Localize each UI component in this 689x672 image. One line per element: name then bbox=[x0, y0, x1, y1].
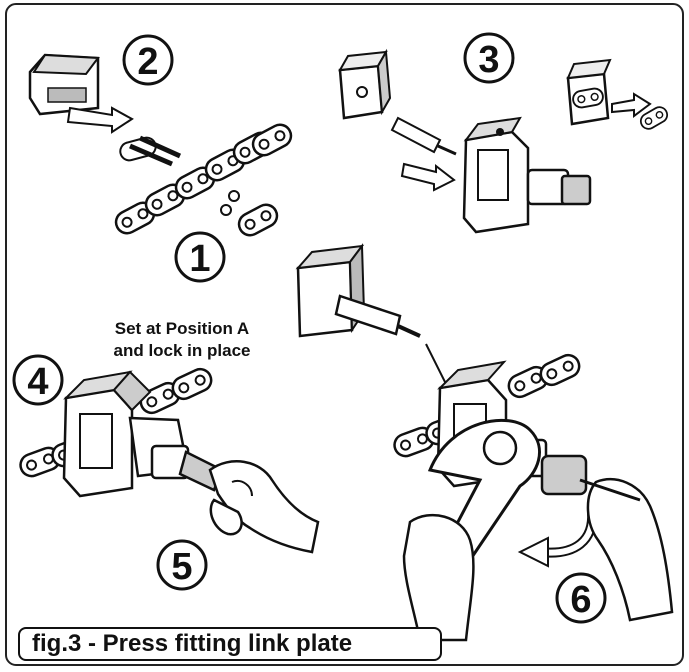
pin-holder-icon bbox=[295, 243, 447, 385]
right-hand-icon bbox=[579, 478, 674, 622]
rollers-icon bbox=[220, 190, 240, 216]
svg-text:5: 5 bbox=[171, 546, 192, 588]
push-arrow-icon bbox=[66, 106, 134, 134]
svg-text:2: 2 bbox=[137, 41, 158, 83]
figure-caption-box: fig.3 - Press fitting link plate bbox=[18, 627, 442, 661]
step-4-badge: 4 bbox=[12, 354, 64, 406]
rotation-arrow-icon bbox=[517, 511, 598, 568]
tool-block-icon bbox=[28, 53, 100, 116]
step-5-badge: 5 bbox=[156, 539, 208, 591]
pin-driver-icon bbox=[390, 116, 457, 156]
link-with-pins-icon bbox=[566, 58, 671, 133]
outer-link-plate-icon bbox=[233, 199, 283, 241]
svg-text:3: 3 bbox=[478, 39, 499, 81]
link-plate-icon bbox=[119, 135, 182, 167]
step-1-badge: 1 bbox=[174, 231, 226, 283]
callout-line-1: Set at Position A bbox=[114, 319, 250, 338]
position-callout: Set at Position A and lock in place bbox=[82, 318, 282, 362]
chain-breaker-tool-icon bbox=[462, 116, 592, 234]
svg-text:1: 1 bbox=[189, 238, 210, 280]
pull-arrow-icon bbox=[400, 162, 456, 192]
step-3-badge: 3 bbox=[463, 32, 515, 84]
callout-line-2: and lock in place bbox=[113, 341, 251, 360]
left-hand-icon bbox=[402, 513, 475, 642]
svg-text:4: 4 bbox=[27, 361, 48, 403]
svg-text:6: 6 bbox=[570, 579, 591, 621]
figure-frame bbox=[5, 3, 684, 666]
pressing-block-icon bbox=[338, 48, 392, 120]
chain-breaker-tool-icon bbox=[62, 370, 224, 498]
step-6-badge: 6 bbox=[555, 572, 607, 624]
figure-caption: fig.3 - Press fitting link plate bbox=[32, 630, 353, 657]
hand-icon bbox=[208, 460, 320, 554]
step-2-badge: 2 bbox=[122, 34, 174, 86]
